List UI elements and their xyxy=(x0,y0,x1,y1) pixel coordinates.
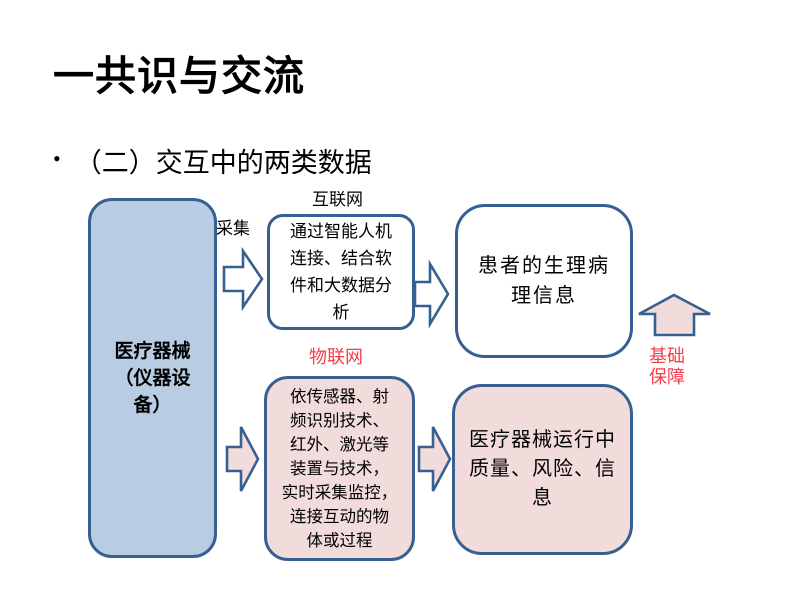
arrow-shape xyxy=(413,260,450,328)
operation-box: 医疗器械运行中 质量、风险、信 息 xyxy=(452,384,633,555)
right-arrow-icon-iot xyxy=(225,426,260,492)
collect-label: 采集 xyxy=(216,219,250,238)
bullet-item: • （二）交互中的两类数据 xyxy=(53,141,372,180)
bullet-text: （二）交互中的两类数据 xyxy=(74,148,372,178)
iot-box: 依传感器、射 频识别技术、 红外、激光等 装置与技术， 实时采集监控， 连接互动… xyxy=(264,376,415,561)
iot-label: 物联网 xyxy=(309,347,363,367)
slide-title: 一共识与交流 xyxy=(53,53,305,99)
foundation-label: 基础 保障 xyxy=(649,346,685,387)
patient-box: 患者的生理病 理信息 xyxy=(455,204,633,358)
up-arrow-icon-foundation xyxy=(638,293,711,337)
internet-box: 通过智能人机 连接、结合软 件和大数据分 析 xyxy=(267,214,415,330)
arrow-shape xyxy=(225,426,260,492)
right-arrow-icon-collect xyxy=(222,247,264,311)
arrow-shape xyxy=(417,426,452,492)
right-arrow-icon-internet xyxy=(413,260,450,328)
device-box: 医疗器械 （仪器设 备） xyxy=(88,198,217,558)
bullet-icon: • xyxy=(53,146,61,171)
arrow-shape xyxy=(222,247,264,311)
arrow-shape xyxy=(638,293,711,337)
right-arrow-icon-operation xyxy=(417,426,452,492)
internet-label: 互联网 xyxy=(312,190,363,209)
